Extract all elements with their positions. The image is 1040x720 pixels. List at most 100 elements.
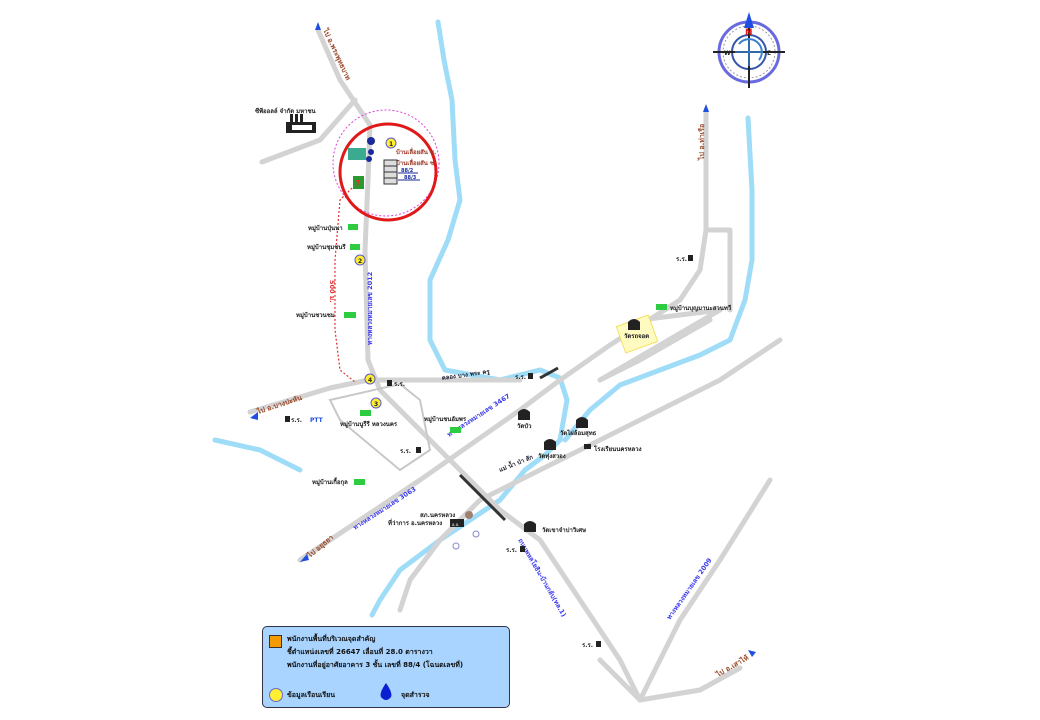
legend-site-icon bbox=[269, 635, 282, 648]
pin-icon bbox=[368, 149, 374, 155]
building-code-b: 88/3 bbox=[404, 175, 417, 181]
pin-icon bbox=[366, 156, 372, 162]
school-4: ร.ร. bbox=[515, 373, 533, 381]
marker-1: 1 bbox=[385, 137, 397, 149]
svg-text:1: 1 bbox=[389, 141, 393, 148]
temple-icon bbox=[628, 319, 640, 330]
school-icon bbox=[285, 416, 290, 422]
direction-label-west: ไป อ.บางปะหัน bbox=[255, 393, 303, 416]
marker-4: 4 bbox=[364, 373, 376, 385]
svg-text:2: 2 bbox=[358, 258, 362, 265]
district-office: ที่ว่าการ อ.นครหลวง อ.ล. bbox=[388, 518, 464, 527]
village-icon bbox=[450, 427, 461, 433]
svg-text:วัดรถจอด: วัดรถจอด bbox=[624, 332, 649, 340]
legend-item-1-line-2: ชี้ตำแหน่งเลขที่ 26647 เลื่อนที่ 28.0 ตา… bbox=[287, 648, 433, 656]
hospital-icon bbox=[584, 444, 591, 449]
village-3: หมู่บ้านชวนชม bbox=[296, 311, 356, 320]
village-6: หมู่บ้านเกื้อกุล bbox=[312, 476, 365, 487]
svg-text:วัดบัว: วัดบัว bbox=[517, 422, 532, 430]
village-label-6: หมู่บ้านเกื้อกุล bbox=[312, 476, 348, 487]
svg-text:ร.ร.: ร.ร. bbox=[582, 642, 593, 649]
factory-icon bbox=[286, 114, 316, 133]
village-7: หมู่บ้านบุญมานะสวนทวี bbox=[656, 304, 732, 313]
river-east bbox=[562, 115, 755, 443]
ptt-station-label: PTT bbox=[310, 417, 324, 424]
school-icon bbox=[596, 641, 601, 647]
direction-label-north-east: ไป อ.ท่าเรือ bbox=[697, 124, 706, 161]
branch-label-b: บ้านเลื่อยสัน ซ. bbox=[396, 158, 436, 167]
direction-label-south-west: ไป อยุธยา bbox=[305, 533, 335, 561]
legend-marker-icon bbox=[269, 688, 283, 702]
walking-route bbox=[334, 187, 356, 383]
school-icon bbox=[416, 447, 421, 453]
village-icon bbox=[348, 224, 358, 230]
compass-north-label: N bbox=[745, 28, 753, 38]
road-north-east bbox=[597, 317, 713, 383]
water-point-icon bbox=[452, 542, 460, 550]
police-station: สภ.นครหลวง bbox=[420, 511, 473, 519]
svg-text:ร.ร.: ร.ร. bbox=[676, 256, 687, 263]
svg-text:ที่ว่าการ อ.นครหลวง: ที่ว่าการ อ.นครหลวง bbox=[388, 518, 442, 527]
svg-text:7: 7 bbox=[355, 179, 361, 188]
legend-item-3: จุดสำรวจ bbox=[401, 691, 430, 699]
legend-item-1-line-1: พนักงานพื้นที่บริเวณจุดสำคัญ bbox=[287, 635, 376, 643]
village-icon bbox=[656, 304, 667, 310]
railway bbox=[458, 366, 559, 522]
village-block bbox=[328, 382, 432, 472]
temple-icon bbox=[544, 439, 556, 450]
shop-icon bbox=[348, 148, 366, 160]
svg-text:วัดทุ่งสวอง: วัดทุ่งสวอง bbox=[538, 452, 566, 460]
svg-text:ร.ร.: ร.ร. bbox=[400, 448, 411, 455]
temple-2: วัดไผ่ล้อมสุทธ bbox=[560, 417, 597, 437]
village-label-3: หมู่บ้านชวนชม bbox=[296, 311, 335, 320]
school-3: ร.ร. bbox=[285, 416, 302, 424]
svg-text:ร.ร.: ร.ร. bbox=[291, 417, 302, 424]
map-legend: พนักงานพื้นที่บริเวณจุดสำคัญ ชี้ตำแหน่งเ… bbox=[262, 626, 510, 708]
road-3467 bbox=[297, 107, 709, 563]
river-label: แม่ น้ำ ป่า สัก bbox=[497, 451, 534, 474]
legend-item-2: ข้อมูลเรือนเรียน bbox=[287, 691, 336, 699]
road-label-2012: ทางหลวงหมายเลข 2012 bbox=[366, 272, 374, 345]
building-icon bbox=[383, 159, 398, 185]
temple-3: วัดทุ่งสวอง bbox=[538, 439, 566, 460]
village-label-1: หมู่บ้านปุ่นนา bbox=[308, 224, 343, 233]
marker-3: 3 bbox=[370, 397, 382, 409]
police-icon bbox=[465, 511, 473, 519]
marker-2: 2 bbox=[354, 254, 366, 266]
village-label-4: หมู่บ้านนูรีรี หลวงนคร bbox=[340, 420, 398, 429]
school-6: ร.ร. bbox=[506, 546, 525, 554]
svg-text:4: 4 bbox=[368, 377, 372, 384]
school-7: ร.ร. bbox=[582, 641, 601, 649]
village-2: หมู่บ้านชุมชนรี bbox=[307, 243, 360, 252]
svg-text:วัดไผ่ล้อมสุทธ: วัดไผ่ล้อมสุทธ bbox=[560, 429, 597, 437]
compass-east-label: E bbox=[767, 50, 771, 57]
village-icon bbox=[360, 410, 371, 416]
canal-west bbox=[212, 437, 303, 473]
school-icon bbox=[688, 255, 693, 261]
school-icon bbox=[520, 546, 525, 552]
district-office-icon bbox=[450, 519, 464, 527]
highlight-circle bbox=[338, 122, 438, 222]
compass-west-label: W bbox=[724, 50, 731, 57]
branch-label-a: บ้านเลื่อยสัน ซ. bbox=[396, 147, 436, 156]
road-north-branch bbox=[259, 97, 358, 165]
school-icon bbox=[528, 373, 533, 379]
direction-arrow-ne: ไป อ.ท่าเรือ bbox=[697, 104, 709, 161]
village-label-2: หมู่บ้านชุมชนรี bbox=[307, 243, 346, 252]
legend-item-1-line-3: พนักงานที่อยู่อาศัยอาคาร 3 ชั้น เลขที่ 8… bbox=[287, 661, 464, 669]
direction-arrow-sw: ไป อยุธยา bbox=[300, 533, 335, 562]
seven-eleven-icon: 7 bbox=[353, 176, 364, 189]
svg-text:3: 3 bbox=[374, 401, 378, 408]
road-east-south bbox=[397, 337, 783, 613]
direction-arrow-se: ไป อ.เสาไห้ bbox=[714, 650, 756, 679]
school-1: ร.ร. bbox=[676, 255, 693, 263]
temple-icon bbox=[518, 409, 530, 420]
temple-1: วัดบัว bbox=[517, 409, 532, 430]
village-label-7: หมู่บ้านบุญมานะสวนทวี bbox=[670, 304, 732, 313]
direction-arrow-w: ไป อ.บางปะหัน bbox=[250, 393, 303, 420]
temple-4: วัดเขาจำปาวิเศษ bbox=[524, 521, 586, 534]
svg-text:ร.ร.: ร.ร. bbox=[394, 381, 405, 388]
pin-icon bbox=[367, 137, 375, 145]
school-5: ร.ร. bbox=[400, 447, 421, 455]
